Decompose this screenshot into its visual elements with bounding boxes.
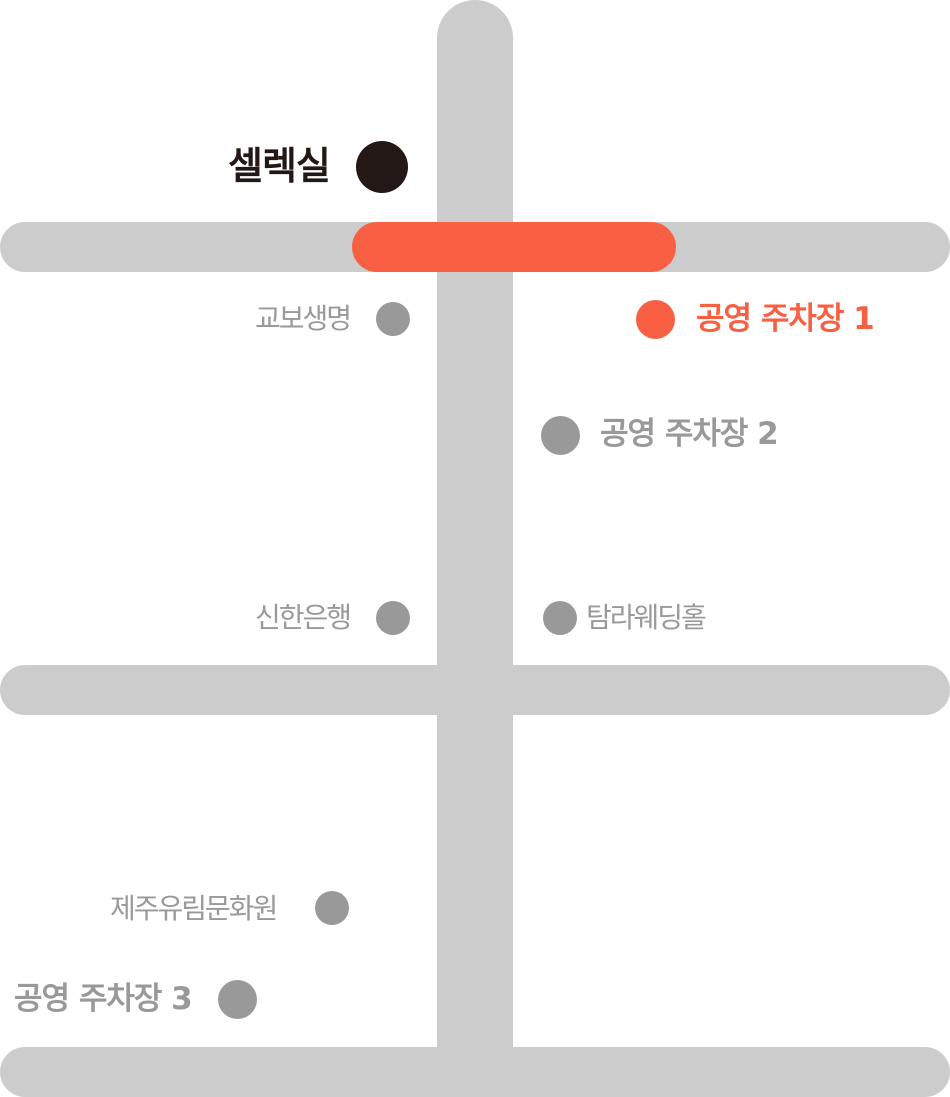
- kyobo-marker-icon[interactable]: [376, 302, 410, 336]
- shinhan-marker-icon[interactable]: [376, 601, 410, 635]
- parking3-label: 공영 주차장 3: [14, 981, 193, 1017]
- jeju-glass-label: 제주유림문화원: [110, 892, 278, 925]
- parking2-marker-icon[interactable]: [541, 416, 580, 455]
- venue-label: 셀렉실: [228, 144, 331, 188]
- lower-cross-road: [0, 1047, 950, 1097]
- parking1-label: 공영 주차장 1: [696, 301, 875, 337]
- tamra-label: 탐라웨딩홀: [586, 601, 707, 634]
- parking1-marker-icon[interactable]: [636, 300, 675, 339]
- jeju-glass-marker-icon[interactable]: [315, 891, 349, 925]
- kyobo-label: 교보생명: [255, 302, 352, 335]
- parking3-marker-icon[interactable]: [218, 980, 257, 1019]
- middle-cross-road: [0, 665, 950, 715]
- parking2-label: 공영 주차장 2: [600, 416, 779, 452]
- highlighted-road-segment: [352, 222, 676, 272]
- shinhan-label: 신한은행: [255, 601, 352, 634]
- venue-marker-icon[interactable]: [356, 141, 408, 193]
- main-vertical-road: [437, 0, 513, 1097]
- tamra-marker-icon[interactable]: [543, 601, 577, 635]
